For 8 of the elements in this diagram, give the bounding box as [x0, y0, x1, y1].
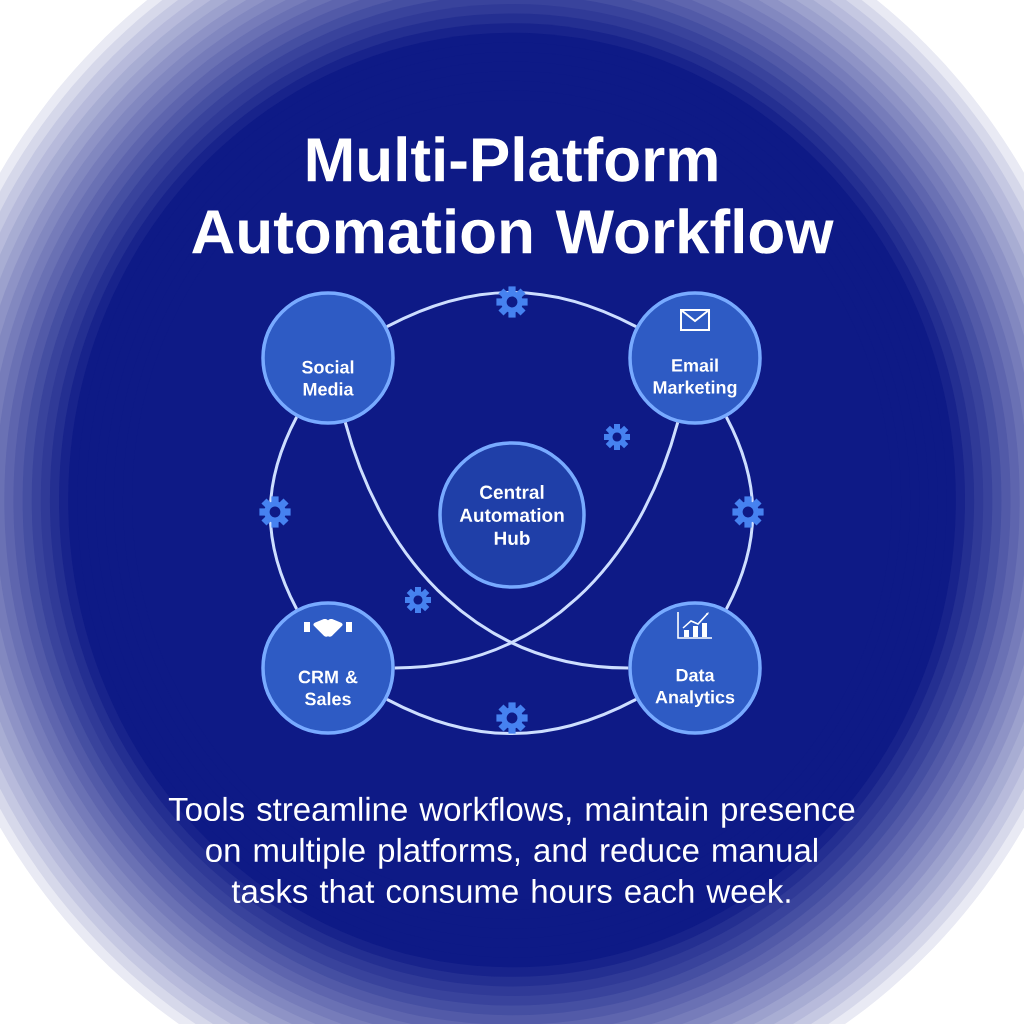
connector-line — [268, 416, 298, 610]
connector-line — [386, 291, 637, 328]
connector-line — [725, 416, 755, 610]
connector-line — [394, 422, 680, 670]
connector-line — [386, 698, 637, 735]
caption: Tools streamline workflows, maintain presence on multiple platforms, and reduce manual tasks that consume hours each week. — [168, 796, 855, 904]
connector-line — [343, 422, 629, 670]
title: Multi-Platform Automation Workflow — [192, 136, 834, 254]
